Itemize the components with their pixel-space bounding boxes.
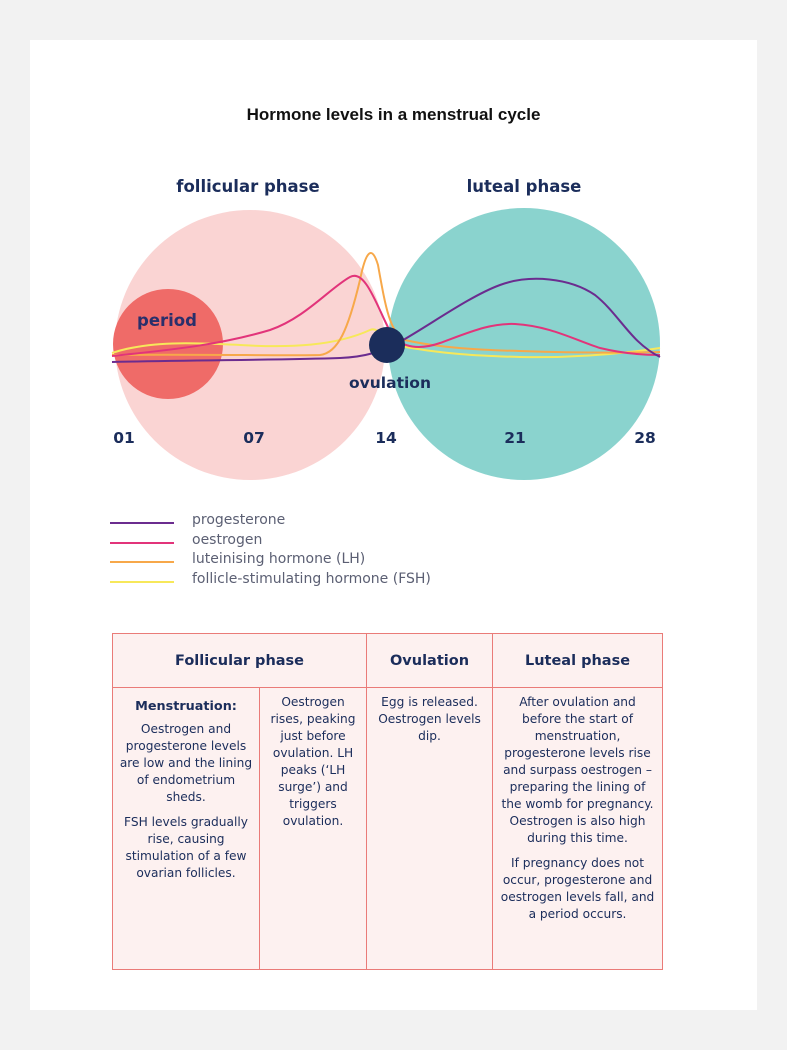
luteal-phase-label: luteal phase (467, 177, 582, 196)
diagram-title: Hormone levels in a menstrual cycle (246, 105, 541, 124)
fsh-text: FSH levels gradually rise, causing stimu… (124, 815, 248, 880)
header-ovulation: Ovulation (366, 633, 494, 688)
day-label-01: 01 (113, 429, 135, 447)
cell-menstruation: Menstruation: Oestrogen and progesterone… (112, 687, 260, 970)
legend-swatch (110, 580, 174, 583)
ovulation-dot (369, 327, 405, 363)
follicular-phase-label: follicular phase (176, 177, 319, 196)
phase-table-body-row: Menstruation: Oestrogen and progesterone… (112, 687, 664, 970)
day-label-07: 07 (243, 429, 265, 447)
header-luteal-phase: Luteal phase (492, 633, 664, 688)
progesterone-curve (111, 277, 661, 363)
legend-label: oestrogen (192, 531, 263, 548)
period-label: period (137, 311, 197, 330)
cell-oestrogen-rises: Oestrogen rises, peaking just before ovu… (258, 687, 368, 970)
legend-swatch (110, 541, 174, 544)
ovulation-text: Egg is released. Oestrogen levels dip. (378, 695, 481, 743)
legend-label: follicle-stimulating hormone (FSH) (192, 570, 431, 587)
cell-ovulation: Egg is released. Oestrogen levels dip. (366, 687, 494, 970)
legend-label: progesterone (192, 512, 286, 528)
luteal-no-pregnancy-text: If pregnancy does not occur, progesteron… (500, 856, 655, 921)
legend-swatch (110, 522, 174, 524)
legend-label: luteinising hormone (LH) (192, 551, 366, 567)
menstruation-text: Oestrogen and progesterone levels are lo… (119, 722, 253, 804)
ovulation-label: ovulation (349, 374, 431, 392)
header-follicular-phase: Follicular phase (111, 633, 368, 688)
luteal-phase-circle (388, 208, 660, 480)
hormone-cycle-diagram: follicular phase luteal phase period ovu… (111, 177, 661, 480)
day-label-14: 14 (375, 429, 397, 447)
menstruation-heading: Menstruation: (135, 699, 237, 714)
oestrogen-rises-text: Oestrogen rises, peaking just before ovu… (270, 695, 356, 828)
phase-table-header-row: Follicular phase Ovulation Luteal phase (111, 633, 664, 688)
phase-table: Follicular phase Ovulation Luteal phase … (111, 633, 664, 970)
legend-swatch (110, 561, 174, 563)
luteal-text: After ovulation and before the start of … (501, 695, 654, 845)
lh-curve (111, 252, 661, 357)
day-label-28: 28 (634, 429, 656, 447)
cell-luteal: After ovulation and before the start of … (492, 687, 664, 970)
day-label-21: 21 (504, 429, 526, 447)
